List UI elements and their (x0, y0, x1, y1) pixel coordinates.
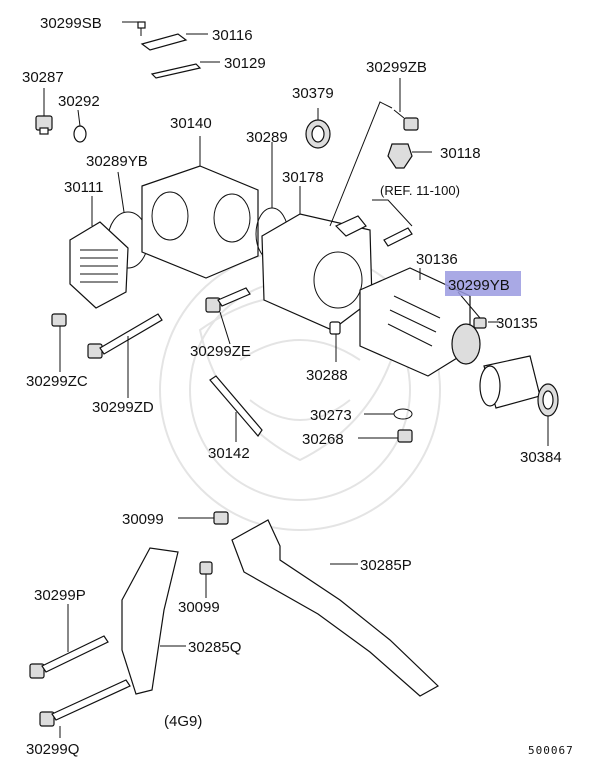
label-30142[interactable]: 30142 (208, 445, 250, 462)
label-30379[interactable]: 30379 (292, 85, 334, 102)
breather-30118[interactable] (387, 143, 413, 169)
label-30135[interactable]: 30135 (496, 315, 538, 332)
label-30299zd[interactable]: 30299ZD (92, 399, 154, 416)
label-30116[interactable]: 30116 (212, 27, 253, 44)
bolt-30299q[interactable] (39, 679, 131, 727)
label-30299yb[interactable]: 30299YB (448, 277, 510, 294)
label-30285q[interactable]: 30285Q (188, 639, 241, 656)
label-30273[interactable]: 30273 (310, 407, 352, 424)
bolt-30299zb[interactable] (393, 109, 419, 131)
bolt-30099-upper[interactable] (213, 511, 229, 525)
label-30299sb[interactable]: 30299SB (40, 15, 102, 32)
screw-30299sb[interactable] (137, 21, 146, 36)
label-30299zb[interactable]: 30299ZB (366, 59, 427, 76)
label-30111[interactable]: 30111 (64, 179, 104, 196)
label-30299zc[interactable]: 30299ZC (26, 373, 88, 390)
diagram-code: 500067 (528, 744, 574, 757)
leader-lines (43, 21, 549, 738)
label-30285p[interactable]: 30285P (360, 557, 412, 574)
extension-housing-30136[interactable] (359, 267, 481, 377)
bolt-30299p[interactable] (29, 635, 109, 679)
label-30287[interactable]: 30287 (22, 69, 64, 86)
bolt-30299zd[interactable] (87, 313, 163, 359)
bolt-30299yb[interactable] (473, 317, 487, 329)
label-30299p[interactable]: 30299P (34, 587, 86, 604)
part-labels: 30299SB 30116 30129 30287 30292 30140 30… (22, 15, 574, 758)
cover-30111[interactable] (69, 221, 129, 309)
o-ring-30273[interactable] (393, 408, 413, 420)
label-30289[interactable]: 30289 (246, 129, 288, 146)
bolt-30299ze[interactable] (205, 287, 251, 313)
dowel-30288[interactable] (329, 321, 341, 335)
seal-30384[interactable] (537, 383, 559, 417)
bracket-30285p[interactable] (231, 519, 440, 697)
label-engine-4g9: (4G9) (164, 713, 202, 730)
plate-30116[interactable] (140, 33, 188, 51)
pin-ref-11-100[interactable] (383, 227, 413, 247)
label-30136[interactable]: 30136 (416, 251, 458, 268)
label-30099-lower[interactable]: 30099 (178, 599, 220, 616)
case-30178[interactable] (261, 213, 373, 331)
label-30299q[interactable]: 30299Q (26, 741, 79, 758)
oil-seal-30379[interactable] (305, 119, 331, 149)
bolt-30299zc[interactable] (51, 313, 67, 340)
bolt-30099-lower[interactable] (199, 561, 213, 582)
selected-part-highlight (445, 271, 521, 296)
strip-30129[interactable] (150, 63, 202, 79)
housing-30140[interactable] (141, 165, 259, 279)
label-30140[interactable]: 30140 (170, 115, 212, 132)
label-30129[interactable]: 30129 (224, 55, 266, 72)
bracket-30285q[interactable] (121, 547, 179, 695)
plug-30268[interactable] (397, 429, 413, 443)
label-30384[interactable]: 30384 (520, 449, 562, 466)
clip-30142[interactable] (209, 375, 263, 437)
sleeve-30135[interactable] (479, 355, 541, 409)
label-30288[interactable]: 30288 (306, 367, 348, 384)
label-30268[interactable]: 30268 (302, 431, 344, 448)
plug-30287[interactable] (35, 115, 53, 135)
label-30299ze[interactable]: 30299ZE (190, 343, 251, 360)
label-30099-upper[interactable]: 30099 (122, 511, 164, 528)
label-ref-11-100[interactable]: (REF. 11-100) (380, 183, 460, 198)
label-30289yb[interactable]: 30289YB (86, 153, 148, 170)
washer-30292[interactable] (73, 125, 87, 143)
label-30292[interactable]: 30292 (58, 93, 100, 110)
label-30178[interactable]: 30178 (282, 169, 324, 186)
label-30118[interactable]: 30118 (440, 145, 481, 162)
